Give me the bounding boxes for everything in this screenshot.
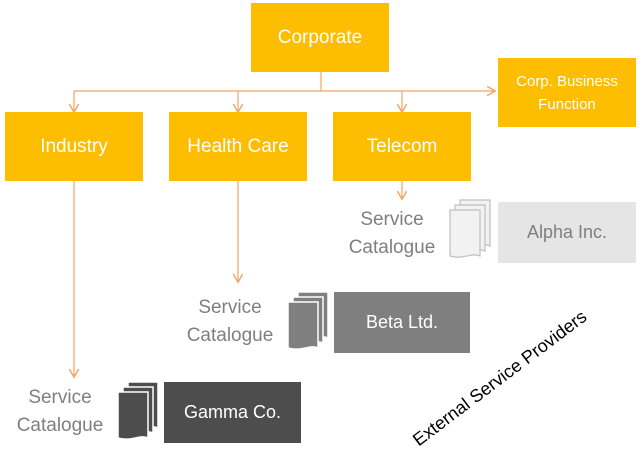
- provider-beta: Beta Ltd.: [334, 292, 470, 353]
- document-stack-icon: [117, 381, 159, 440]
- document-stack-icon: [287, 291, 329, 350]
- healthcare-catalogue-label: Service Catalogue: [186, 297, 274, 346]
- provider-gamma-label: Gamma Co.: [183, 402, 282, 422]
- provider-beta-label: Beta Ltd.: [365, 312, 439, 332]
- industry-box: Industry: [5, 112, 143, 181]
- industry-catalogue-label: Service Catalogue: [16, 387, 104, 436]
- provider-alpha-label: Alpha Inc.: [526, 222, 608, 242]
- corp-business-function-label: Corp. Business Function: [516, 72, 618, 113]
- telecom-label: Telecom: [366, 135, 438, 157]
- telecom-box: Telecom: [333, 112, 471, 181]
- industry-label: Industry: [40, 135, 108, 157]
- provider-alpha: Alpha Inc.: [498, 202, 636, 263]
- corporate-box: Corporate: [251, 3, 389, 72]
- health-care-label: Health Care: [187, 135, 289, 157]
- document-stack-icon: [449, 199, 491, 258]
- corporate-label: Corporate: [277, 26, 363, 48]
- telecom-catalogue-label: Service Catalogue: [348, 209, 436, 258]
- health-care-box: Health Care: [169, 112, 307, 181]
- provider-gamma: Gamma Co.: [164, 382, 301, 443]
- corp-business-function-box: Corp. Business Function: [498, 58, 636, 127]
